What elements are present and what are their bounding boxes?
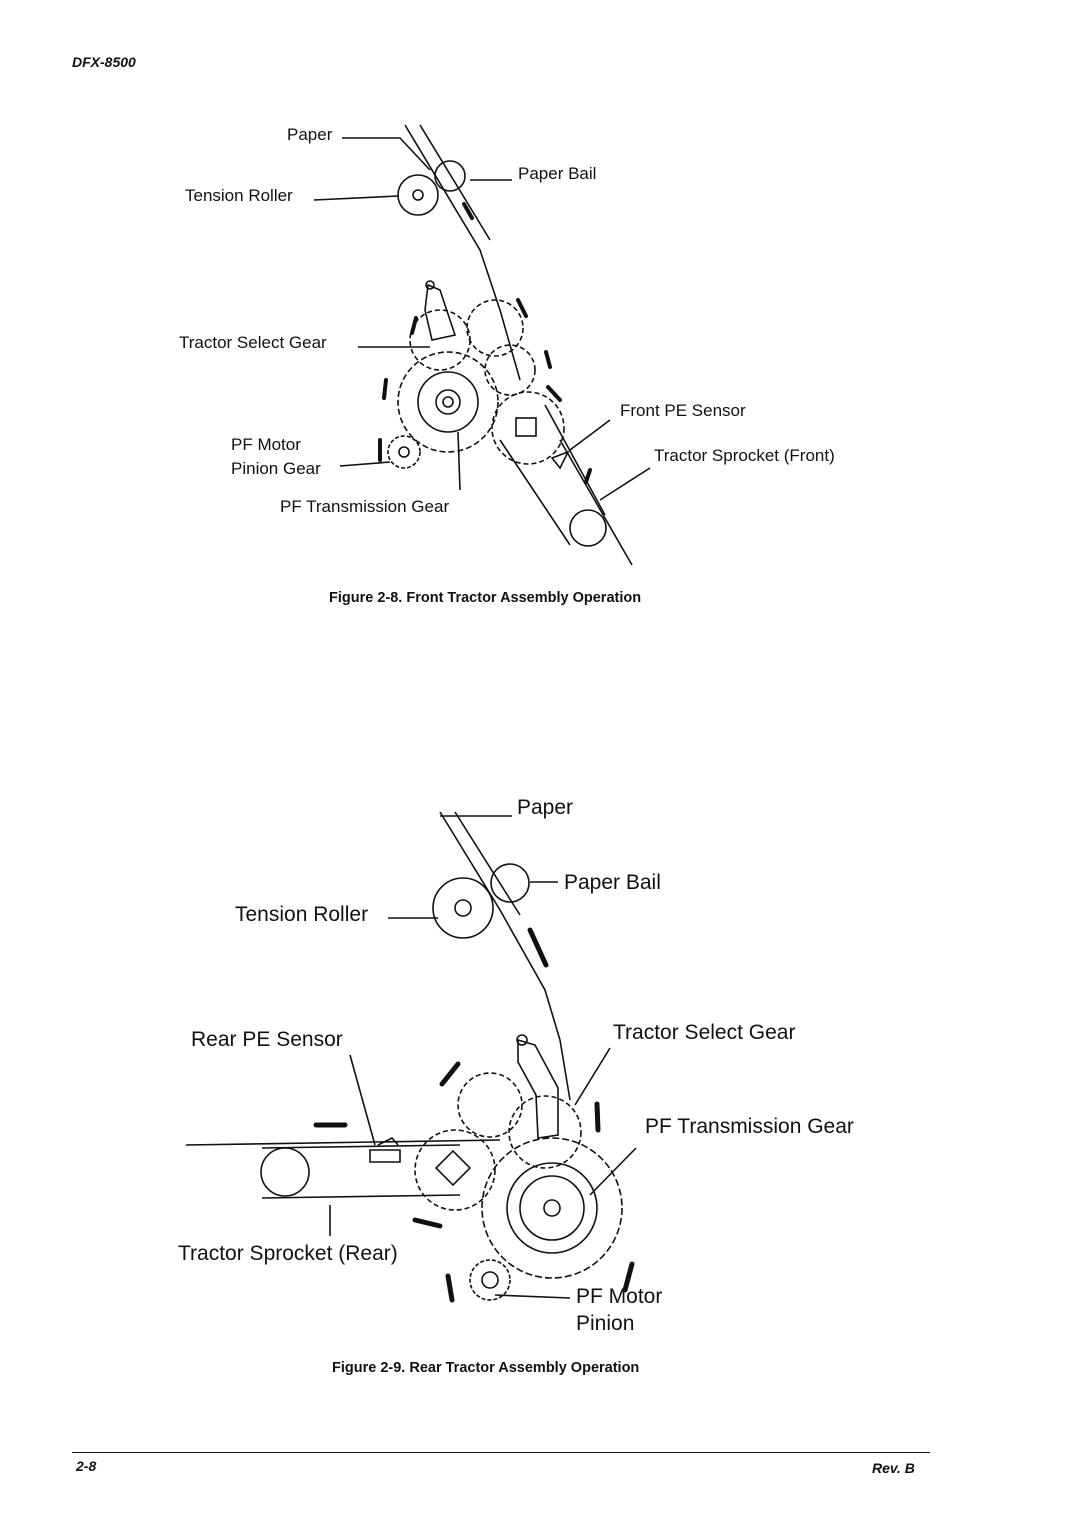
leader-pf-motor [494,1294,571,1299]
front-pe-sensor-shape [550,450,570,470]
figure-2-9-caption: Figure 2-9. Rear Tractor Assembly Operat… [332,1360,640,1376]
fig9-label-tractor-sprocket-rear: Tractor Sprocket (Rear) [178,1242,398,1265]
leader-pf-transmission [589,1147,637,1196]
fig9-label-pf-motor: PF Motor [576,1285,663,1308]
leader-pf-transmission [457,431,461,491]
footer-rule [72,1452,930,1453]
page-number: 2-8 [76,1458,97,1474]
fig9-label-rear-pe-sensor: Rear PE Sensor [191,1028,343,1051]
fig9-label-pinion: Pinion [576,1312,635,1335]
document-model-header: DFX-8500 [72,54,136,70]
leader-rear-pe-sensor [349,1054,376,1146]
fig8-label-paper-bail: Paper Bail [518,164,597,183]
fig8-label-paper: Paper [287,125,333,144]
select-lever [424,283,457,341]
pf-motor-pinion [469,1259,511,1301]
leader-tractor-select-gear [574,1047,611,1106]
fig8-label-pf-motor: PF Motor [231,435,301,454]
fig8-label-pinion-gear: Pinion Gear [231,459,321,478]
figure-2-8-caption: Figure 2-8. Front Tractor Assembly Opera… [329,590,642,606]
fig8-label-tractor-sprocket-front: Tractor Sprocket (Front) [654,446,835,465]
fig8-label-tension-roller: Tension Roller [185,186,293,205]
fig9-label-tension-roller: Tension Roller [235,903,369,926]
tension-roller [432,877,494,939]
revision-label: Rev. B [872,1460,915,1476]
fig9-label-paper: Paper [517,796,574,819]
leader-tractor-sprocket-front [599,467,651,501]
paper-path [404,124,521,381]
pf-transmission-gear [481,1137,623,1279]
paper-path-lower [559,439,633,566]
fig8-label-front-pe-sensor: Front PE Sensor [620,401,746,420]
rear-sprocket-gear [414,1129,496,1211]
front-sprocket-gear [491,391,565,465]
leader-pf-motor [339,461,391,467]
paper-bail-roller [490,863,530,903]
fig8-label-tractor-select-gear: Tractor Select Gear [179,333,327,352]
pf-motor-pinion-gear [387,435,421,469]
fig8-label-pf-transmission-gear: PF Transmission Gear [280,497,450,516]
rear-pe-sensor-shape [369,1149,401,1163]
fig9-label-tractor-select-gear: Tractor Select Gear [613,1021,796,1044]
tension-roller [397,174,439,216]
fig9-label-paper-bail: Paper Bail [564,871,661,894]
rear-paper-path [185,1139,501,1146]
leader-tension-roller [313,195,399,201]
leader-paper [342,137,431,171]
tractor-select-gear [508,1095,582,1169]
paper-bail-roller [434,160,466,192]
fig9-label-pf-transmission-gear: PF Transmission Gear [645,1115,854,1138]
paper-path [439,811,571,1101]
pf-transmission-gear [397,351,499,453]
leader-front-pe-sensor [569,419,611,451]
select-lever [517,1038,559,1139]
